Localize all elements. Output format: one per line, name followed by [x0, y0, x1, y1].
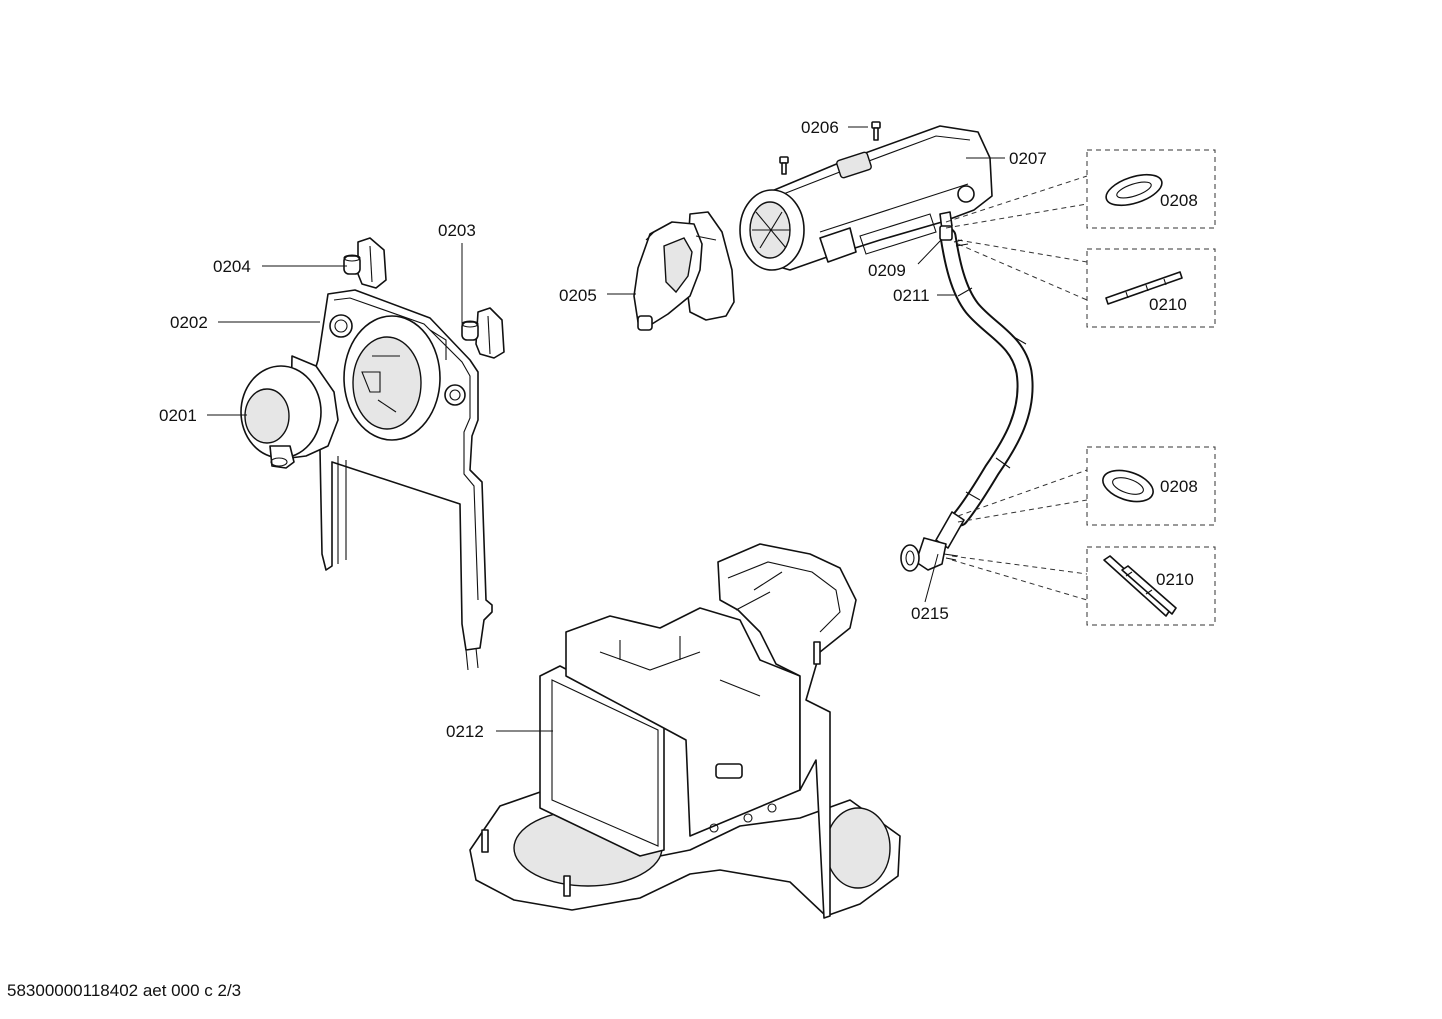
part-0202-mounting-plate[interactable]	[309, 289, 493, 671]
part-0206-screws[interactable]	[779, 121, 881, 175]
leader-lines	[207, 126, 1005, 732]
label-0211[interactable]: 0211	[893, 286, 930, 305]
part-0209-connector[interactable]	[939, 225, 953, 241]
detail-box-0210-upper	[1086, 248, 1216, 328]
part-0207-brew-unit[interactable]	[739, 125, 993, 271]
part-0201-knob-housing[interactable]	[240, 355, 339, 469]
label-0210-upper[interactable]: 0210	[1149, 295, 1187, 314]
detail-box-0208-upper	[1086, 149, 1216, 229]
part-0203-switch[interactable]	[461, 307, 505, 359]
label-0203[interactable]: 0203	[438, 221, 476, 240]
part-0205-spout[interactable]	[633, 211, 735, 331]
part-0212-base-housing[interactable]	[469, 543, 901, 919]
label-0215[interactable]: 0215	[911, 604, 949, 623]
part-0215-elbow-fitting[interactable]	[900, 511, 965, 572]
label-0202[interactable]: 0202	[170, 313, 208, 332]
label-0205[interactable]: 0205	[559, 286, 597, 305]
part-labels: 0204 0202 0201 0203 0205 0206 0207 0208 …	[159, 118, 1198, 741]
label-0207[interactable]: 0207	[1009, 149, 1047, 168]
detail-box-0208-lower	[1086, 446, 1216, 526]
label-0206[interactable]: 0206	[801, 118, 839, 137]
label-0210-lower[interactable]: 0210	[1156, 570, 1194, 589]
detail-box-0210-lower	[1086, 546, 1216, 626]
label-0201[interactable]: 0201	[159, 406, 197, 425]
part-0211-hose[interactable]	[939, 227, 1034, 527]
document-code: 58300000118402 aet 000 c 2/3	[7, 981, 242, 1000]
label-0204[interactable]: 0204	[213, 257, 251, 276]
label-0208-lower[interactable]: 0208	[1160, 477, 1198, 496]
label-0212[interactable]: 0212	[446, 722, 484, 741]
part-0204-switch[interactable]	[343, 237, 387, 289]
label-0209[interactable]: 0209	[868, 261, 906, 280]
projection-lines	[943, 175, 1088, 601]
label-0208-upper[interactable]: 0208	[1160, 191, 1198, 210]
